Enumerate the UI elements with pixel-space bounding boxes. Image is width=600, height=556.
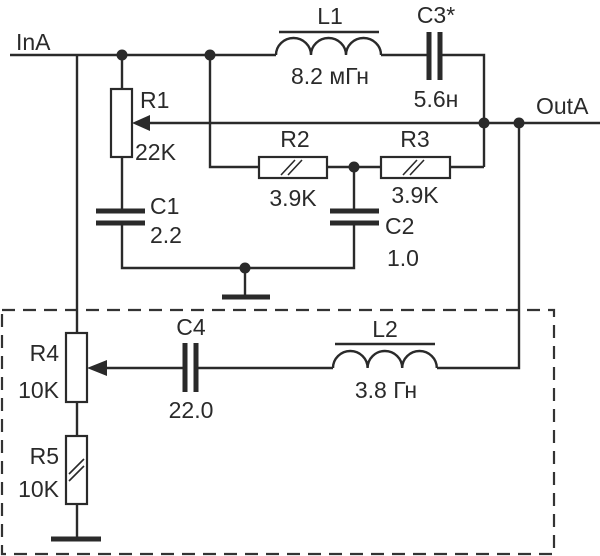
c1-value: 2.2 [150, 222, 182, 248]
potentiometer-r4 [64, 331, 107, 404]
capacitor-c1 [96, 208, 145, 226]
inductor-l2 [331, 342, 438, 369]
junction-nodes [116, 49, 525, 274]
r2-label: R2 [280, 126, 309, 152]
r5-label: R5 [30, 443, 59, 469]
c4-label: C4 [176, 314, 206, 340]
r3-value: 3.9K [391, 182, 439, 208]
l2-label: L2 [372, 316, 398, 342]
potentiometer-r1 [109, 87, 150, 159]
c3-value: 5.6н [414, 86, 459, 112]
resistor-r3 [379, 155, 452, 180]
r5-value: 10K [18, 476, 60, 502]
input-port-label: InA [16, 29, 51, 55]
r3-label: R3 [400, 126, 429, 152]
c2-value: 1.0 [387, 245, 419, 271]
resistor-r2 [257, 155, 329, 180]
output-port-label: OutA [536, 93, 589, 119]
capacitor-c3 [426, 32, 443, 80]
c3-label: C3* [417, 2, 455, 28]
capacitor-c2 [330, 208, 379, 226]
inductor-l1 [274, 30, 383, 56]
l1-value: 8.2 мГн [291, 63, 369, 89]
l2-value: 3.8 Гн [355, 377, 417, 403]
r1-value: 22K [135, 139, 177, 165]
c1-label: C1 [150, 193, 179, 219]
r4-value: 10K [18, 377, 60, 403]
capacitor-c4 [182, 343, 199, 392]
r1-label: R1 [140, 87, 169, 113]
r4-label: R4 [30, 340, 60, 366]
r2-value: 3.9K [269, 185, 317, 211]
c2-label: C2 [385, 213, 414, 239]
l1-label: L1 [317, 3, 343, 29]
dashed-module-boundary [0, 308, 556, 556]
resistor-r5 [64, 434, 89, 506]
c4-value: 22.0 [169, 397, 214, 423]
